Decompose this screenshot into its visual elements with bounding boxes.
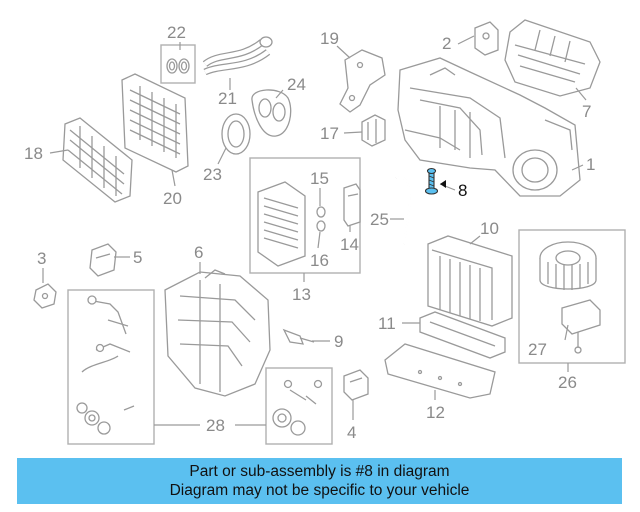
seal-strip-part-11[interactable] (419, 311, 506, 359)
callout-24: 24 (287, 75, 306, 94)
callout-5: 5 (133, 248, 142, 267)
gasket-part-24[interactable] (251, 89, 292, 137)
callout-6: 6 (194, 243, 203, 262)
group-box-22 (160, 44, 196, 84)
callout-18: 18 (24, 144, 43, 163)
o-rings-part-22[interactable] (166, 58, 190, 74)
leader-lines (42, 35, 587, 426)
callout-13: 13 (292, 285, 311, 304)
callout-21: 21 (218, 89, 237, 108)
callout-25: 25 (370, 210, 389, 229)
blower-motor-part-26[interactable] (539, 241, 597, 290)
evaporator-part-13[interactable] (257, 181, 306, 267)
callout-20: 20 (163, 189, 182, 208)
seal-ring-part-15[interactable] (316, 206, 326, 232)
group-box-28-left (67, 289, 155, 445)
linkage-parts-28[interactable] (76, 295, 135, 435)
sensor-part-9[interactable] (282, 328, 315, 345)
callout-26: 26 (558, 373, 577, 392)
core-part-20[interactable] (121, 73, 189, 173)
banner-line-1: Part or sub-assembly is #8 in diagram (189, 463, 450, 480)
hvac-housing-part[interactable] (397, 57, 581, 197)
info-banner: Part or sub-assembly is #8 in diagram Di… (17, 458, 622, 504)
callout-11: 11 (378, 314, 396, 333)
cover-plate-part-12[interactable] (384, 343, 496, 399)
group-box-26 (518, 229, 626, 364)
lower-housing-part-6[interactable] (164, 269, 271, 397)
gasket-part-23[interactable] (221, 113, 251, 155)
resistor-part-27[interactable] (561, 299, 601, 354)
coolant-pipes-part-21[interactable] (202, 36, 273, 76)
callout-12: 12 (426, 403, 445, 422)
callout-4: 4 (347, 423, 356, 442)
gear-parts-28[interactable] (272, 379, 323, 436)
mounting-bracket-part-19[interactable] (339, 49, 386, 113)
callout-7: 7 (582, 102, 591, 121)
callout-1: 1 (586, 155, 595, 174)
callout-23: 23 (203, 165, 222, 184)
parts-diagram: 1 2 3 4 5 6 7 8 9 10 11 12 13 14 15 16 1… (24, 19, 626, 445)
group-box-28-right (265, 367, 333, 445)
actuator-part-17[interactable] (361, 114, 386, 147)
callout-9: 9 (334, 332, 343, 351)
actuator-part-4[interactable] (343, 369, 369, 401)
callout-15: 15 (310, 169, 329, 188)
banner-line-2: Diagram may not be specific to your vehi… (169, 482, 470, 499)
bolt-part-8[interactable] (424, 167, 439, 195)
callout-17: 17 (320, 124, 339, 143)
sensor-part-5[interactable] (89, 243, 117, 277)
drain-hose-part-25[interactable] (395, 176, 412, 245)
heater-core-part-18[interactable] (62, 117, 133, 203)
callout-16: 16 (310, 251, 329, 270)
callout-19: 19 (320, 29, 339, 48)
callout-2: 2 (442, 34, 451, 53)
bracket-part-2[interactable] (474, 21, 499, 56)
cabin-filter-part-10[interactable] (427, 235, 513, 327)
callout-27: 27 (528, 340, 547, 359)
callout-22: 22 (167, 23, 186, 42)
callout-8: 8 (458, 181, 467, 200)
callout-3: 3 (37, 249, 46, 268)
upper-case-part[interactable] (504, 19, 601, 97)
expansion-valve-part-14[interactable] (343, 183, 361, 227)
callout-28: 28 (206, 416, 225, 435)
clip-part-3[interactable] (33, 283, 57, 309)
callout-10: 10 (480, 219, 499, 238)
callout-14: 14 (340, 235, 359, 254)
